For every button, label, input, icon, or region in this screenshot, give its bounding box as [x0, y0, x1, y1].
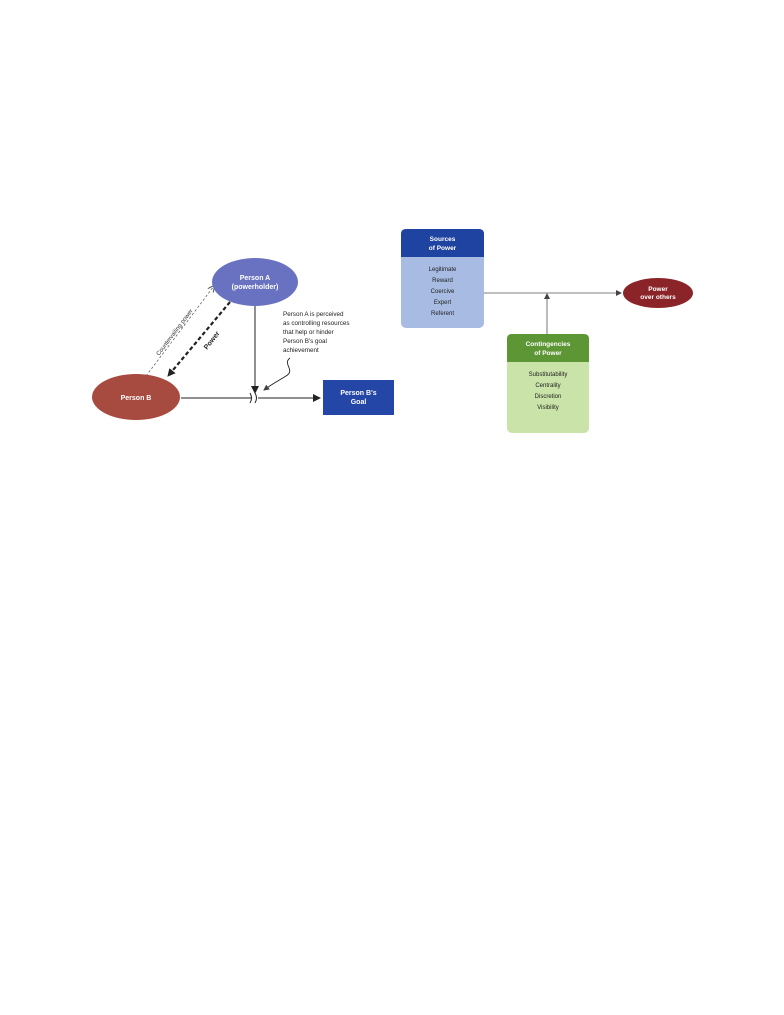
countervailing-power-label: Countervailing power [156, 309, 195, 358]
contingencies-title-line1: Contingencies [526, 341, 571, 348]
note-line1: Person A is perceived [283, 311, 344, 318]
source-item: Legitimate [429, 267, 457, 273]
note-pointer-arrow [263, 357, 291, 391]
contingency-item: Discretion [535, 394, 562, 400]
sources-header [401, 229, 484, 257]
source-item: Referent [431, 311, 454, 317]
contingency-item: Visibility [537, 405, 559, 411]
sources-title-line1: Sources [430, 236, 456, 243]
person-a-node [212, 258, 298, 306]
power-arrow [167, 301, 231, 377]
outcome-label-line2: over others [640, 294, 676, 301]
contingencies-title-line2: of Power [534, 350, 562, 357]
contingency-item: Centrality [535, 383, 560, 389]
source-item: Expert [434, 300, 452, 306]
source-item: Coercive [431, 289, 455, 295]
note-line5: achievement [283, 347, 319, 354]
source-item: Reward [432, 278, 453, 284]
contingency-item: Substitutability [529, 372, 568, 378]
person-a-label-line2: (powerholder) [232, 284, 279, 291]
left-diagram: Countervailing power Power Person A (pow… [92, 258, 394, 420]
outcome-label-line1: Power [648, 286, 668, 293]
goal-label-line2: Goal [351, 399, 367, 406]
power-over-others-node [623, 278, 693, 308]
note-line2: as controlling resources [283, 320, 350, 327]
contingencies-header [507, 334, 589, 362]
person-b-node [92, 374, 180, 420]
countervailing-power-arrow [145, 286, 214, 377]
note-line3: that help or hinder [283, 329, 334, 336]
person-a-label-line1: Person A [240, 275, 270, 282]
sources-title-line2: of Power [429, 245, 457, 252]
perception-note: Person A is perceived as controlling res… [283, 311, 350, 354]
power-label: Power [203, 330, 222, 351]
goal-label-line1: Person B's [340, 390, 376, 397]
person-b-label: Person B [121, 395, 152, 402]
person-b-goal-node [323, 380, 394, 415]
note-line4: Person B's goal [283, 338, 327, 345]
right-diagram: Sources of Power Legitimate Reward Coerc… [401, 229, 693, 433]
